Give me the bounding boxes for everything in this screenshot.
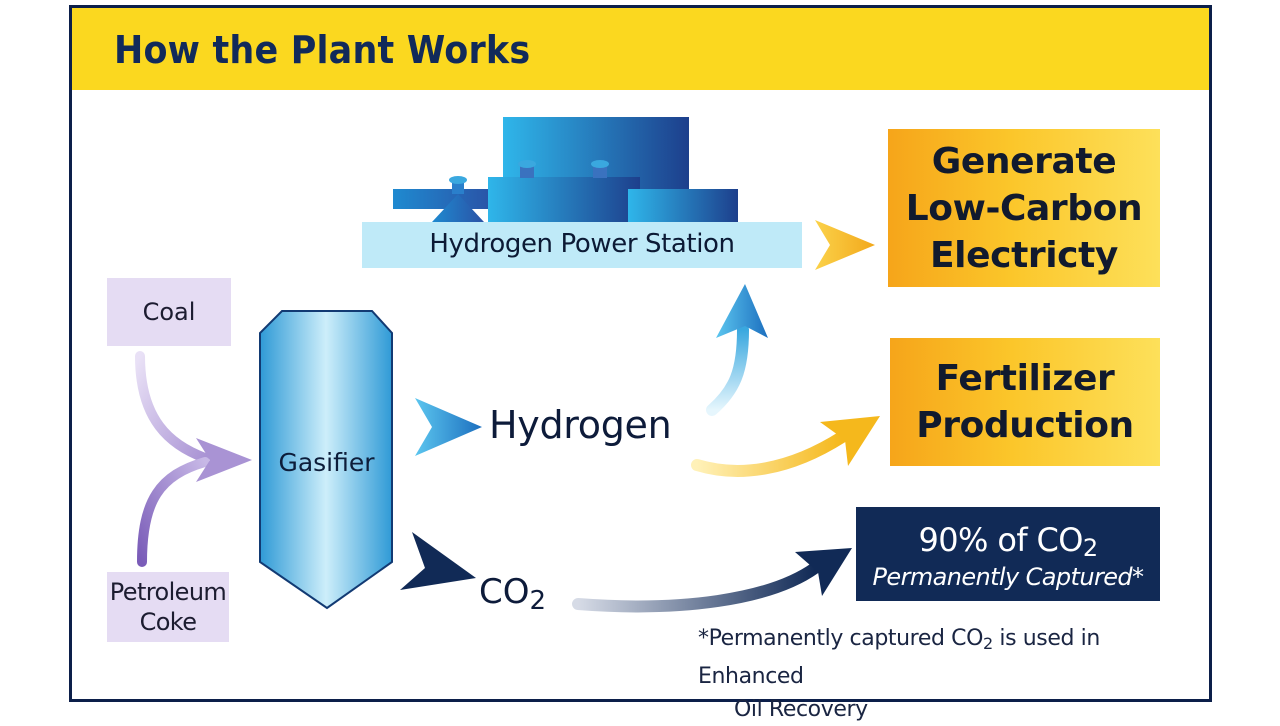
fertilizer-arrowhead [820,416,880,466]
capture-arrowhead [795,548,852,596]
co2-capture-box: 90% of CO2 Permanently Captured* [856,507,1160,601]
fertilizer-output-box: Fertilizer Production [890,338,1160,466]
fertilizer-line2: Production [916,405,1134,446]
station-arrowhead [716,284,768,338]
co2-to-capture-arrow [572,562,821,613]
hydrogen-arrowhead [415,398,482,456]
electricity-line2: Low-Carbon [905,187,1143,229]
co2-arrowhead [400,532,476,590]
power-station-icon [393,117,738,223]
header-bar: How the Plant Works [72,8,1209,90]
footnote-line2: Oil Recovery [734,697,868,722]
electricity-line3: Electricty [929,234,1118,276]
petroleum-coke-label-line2: Coke [139,608,197,636]
petroleum-coke-label-line1: Petroleum [109,578,227,606]
petroleum-coke-arrow [137,457,210,567]
footnote: *Permanently captured CO2 is used in Enh… [698,622,1188,726]
co2-label: CO2 [479,572,547,616]
power-station-label: Hydrogen Power Station [429,229,735,259]
capture-main-text: 90% of CO2 [918,521,1098,562]
coal-input-box: Coal [107,278,231,346]
purple-arrowhead [196,438,252,482]
hydrogen-to-fertilizer-arrow [691,431,848,477]
electricity-output-box: Generate Low-Carbon Electricty [888,129,1160,287]
page-title: How the Plant Works [114,28,531,72]
hydrogen-label: Hydrogen [489,403,672,447]
coal-arrow [135,351,210,463]
fertilizer-line1: Fertilizer [935,358,1115,399]
coal-label: Coal [142,298,196,326]
petroleum-coke-input-box: Petroleum Coke [107,572,229,642]
capture-note-text: Permanently Captured* [872,563,1144,591]
power-station-platform [362,222,802,268]
hydrogen-to-station-arrow [706,324,749,416]
gasifier-vessel [259,310,393,610]
electricity-line1: Generate [931,140,1117,182]
gasifier-label: Gasifier [278,448,375,477]
electricity-arrowhead [815,220,875,270]
